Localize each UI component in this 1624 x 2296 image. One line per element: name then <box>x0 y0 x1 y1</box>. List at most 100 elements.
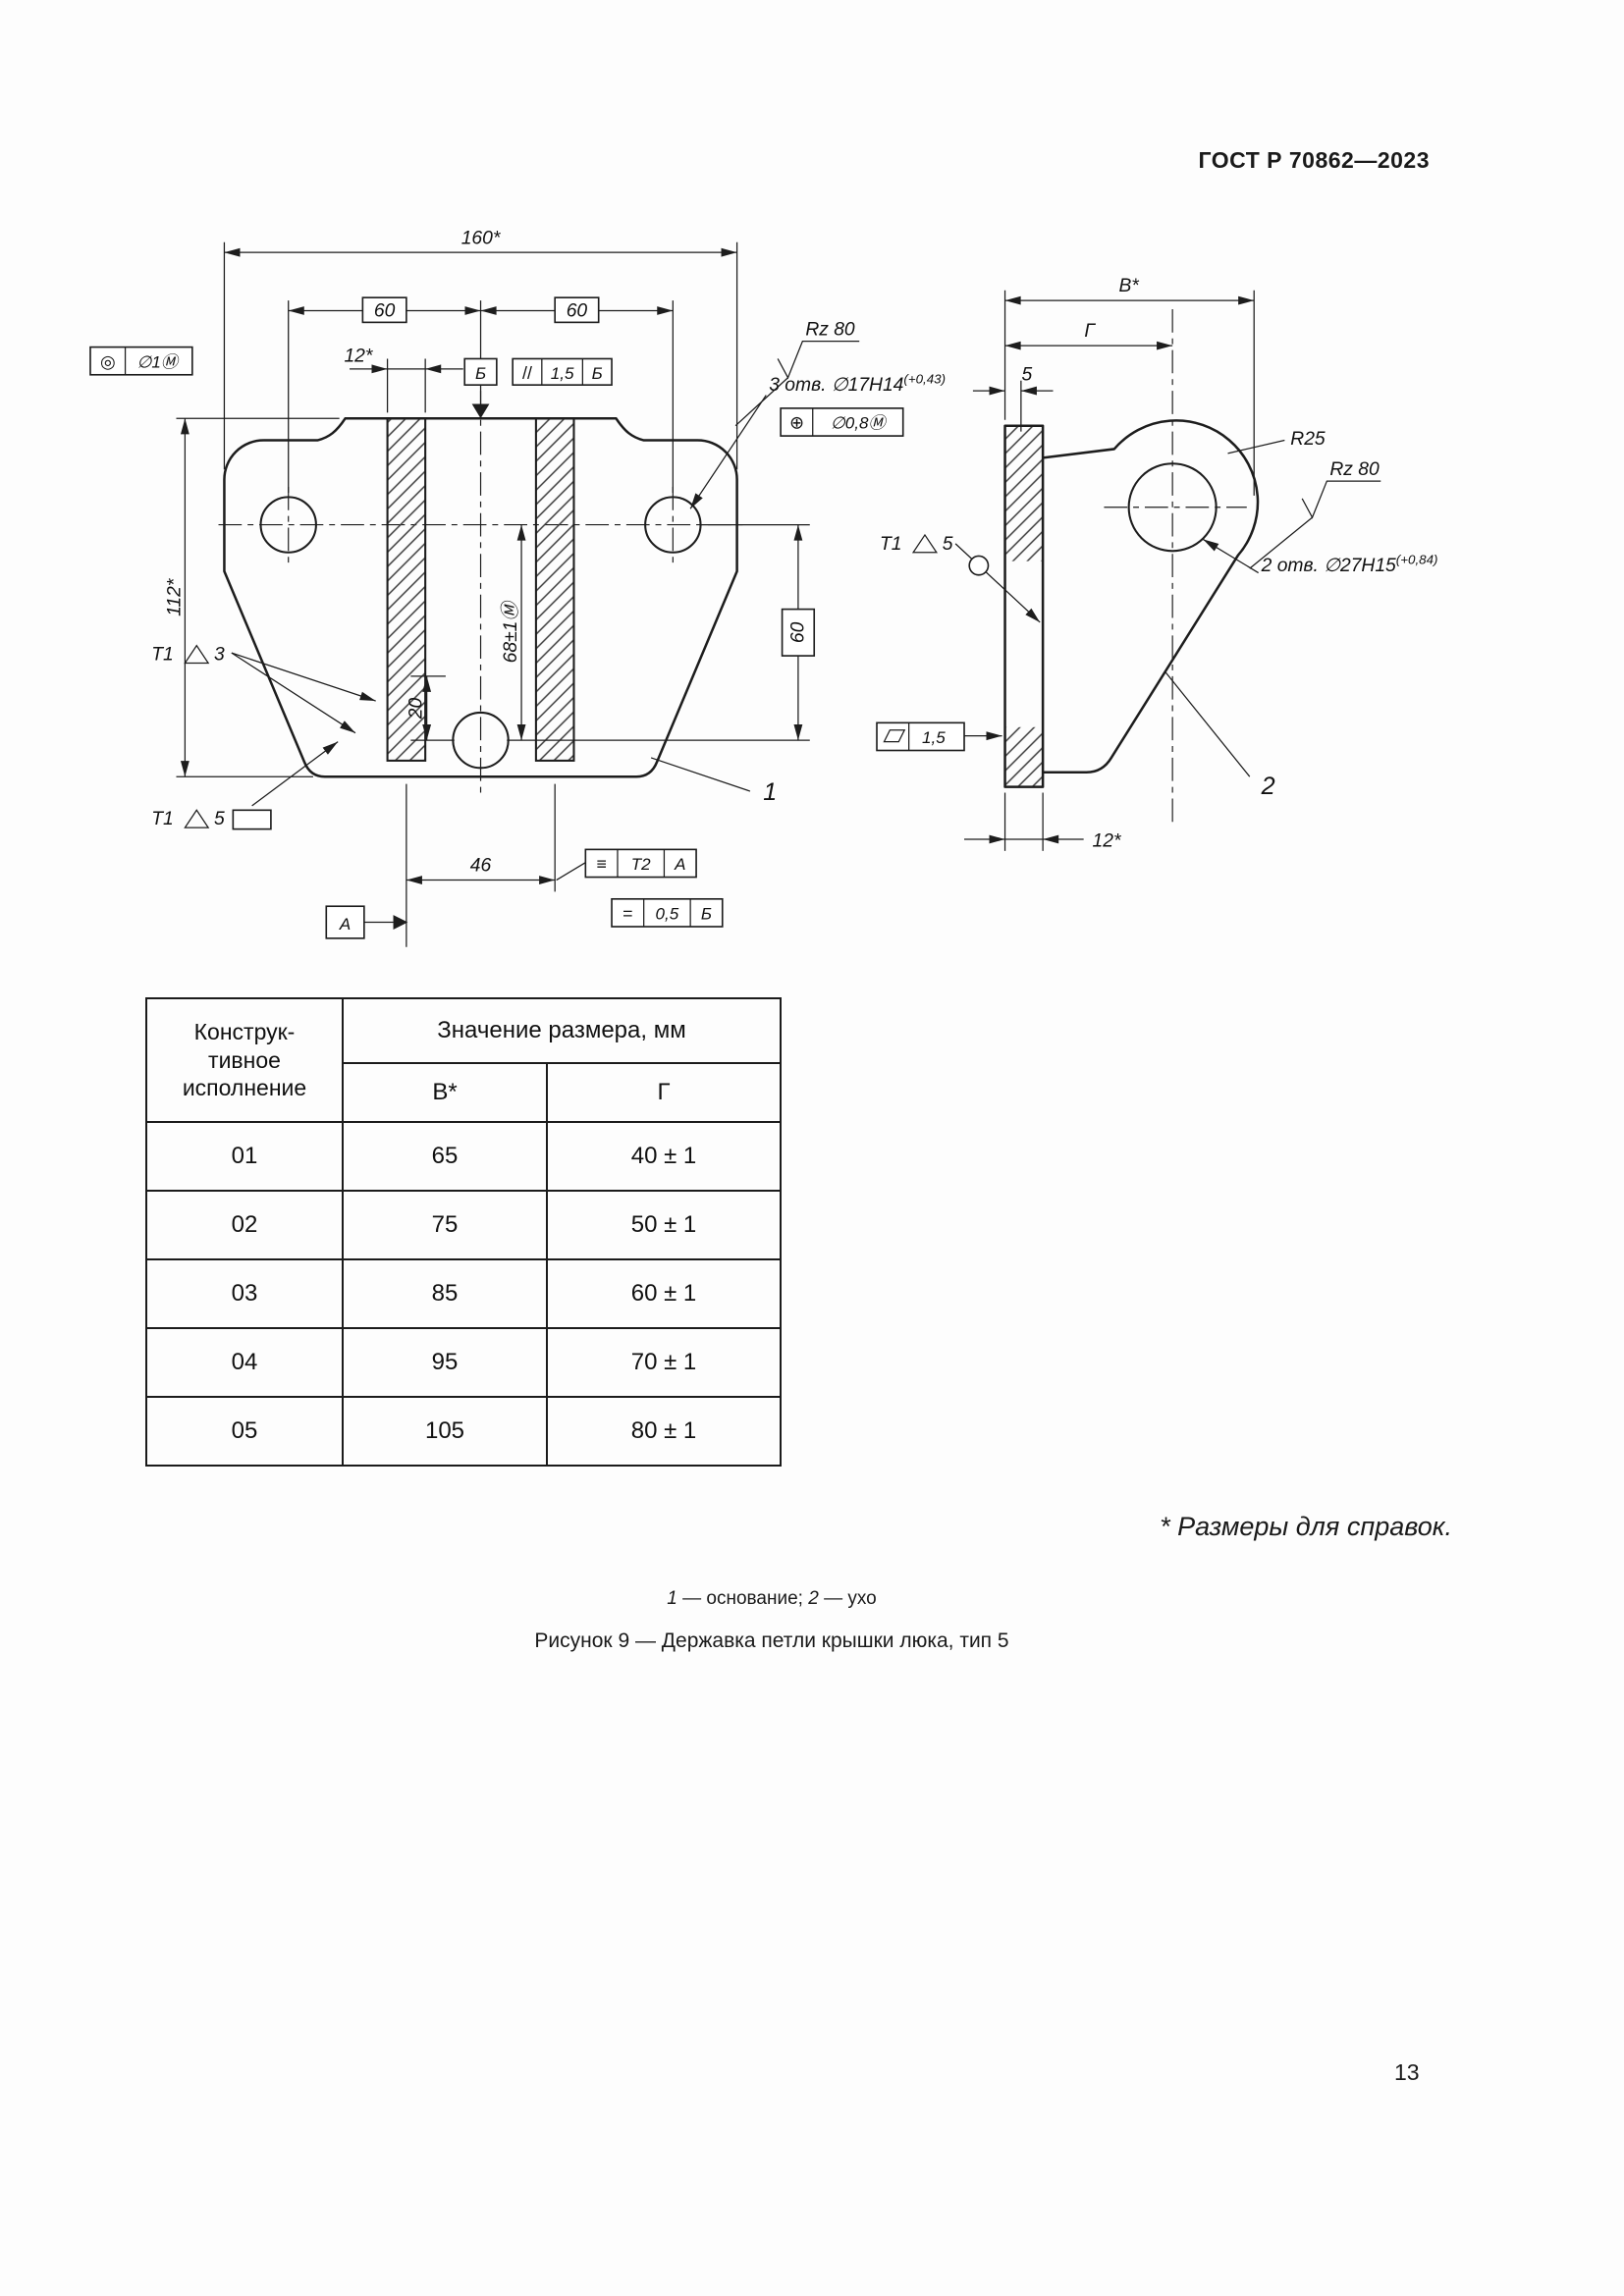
front-view: 160* 60 60 Б <box>89 228 946 947</box>
weld-t1-5-size: 5 <box>214 809 225 829</box>
table-cell: 85 <box>342 1258 548 1329</box>
tolerance-frame-2: = 0,5 Б <box>611 897 724 928</box>
table-cell: 50 ± 1 <box>546 1190 782 1260</box>
dim-160: 160* <box>223 228 738 470</box>
radius-label: R25 <box>1290 429 1326 450</box>
dim-b: В* <box>1003 276 1255 496</box>
position-symbol: ⊕ <box>789 413 804 433</box>
dim-g-label: Г <box>1084 321 1096 342</box>
roughness-front-label: Rz 80 <box>805 320 855 341</box>
dim-112-label: 112* <box>165 577 186 616</box>
datum-b-label: Б <box>475 364 486 383</box>
front-centerlines <box>218 391 743 799</box>
fillet-weld-icon <box>911 533 939 554</box>
weld-t1-5-ref: Т1 <box>151 809 173 829</box>
table-row: 03 85 60 ± 1 <box>145 1258 782 1329</box>
dim-5-label: 5 <box>1021 365 1032 386</box>
dim-60-left-label: 60 <box>374 300 396 321</box>
table-cell: 04 <box>145 1327 344 1398</box>
holes-note-front-label: 3 отв. ∅17H14 <box>769 375 903 396</box>
svg-text:3 отв. ∅17H14(+0,43): 3 отв. ∅17H14(+0,43) <box>769 372 946 396</box>
technical-drawing: 160* 60 60 Б <box>89 228 1437 947</box>
weld-t1-3-size: 3 <box>214 645 225 666</box>
holes-note-side-label: 2 отв. ∅27H15 <box>1261 556 1396 576</box>
dim-112: 112* <box>165 417 340 777</box>
side-centerlines <box>1104 309 1247 826</box>
base-plate-section <box>1003 424 1045 788</box>
legend-item-2-text: — ухо <box>818 1588 877 1609</box>
hole-top-left <box>259 496 317 554</box>
table-row: 01 65 40 ± 1 <box>145 1121 782 1192</box>
position-value: ∅0,8Ⓜ <box>831 414 889 433</box>
ear-hole <box>1127 462 1218 553</box>
radius-note: R25 <box>1227 429 1326 454</box>
parallelism-value: 1,5 <box>551 364 574 383</box>
fillet-weld-icon <box>184 644 210 665</box>
table-row: 02 75 50 ± 1 <box>145 1190 782 1260</box>
dimension-table: Конструк- тивное исполнение Значение раз… <box>145 997 782 1467</box>
dim-20-label: 20 <box>406 697 427 720</box>
tolerance2-datum: Б <box>701 905 712 924</box>
dim-46-label: 46 <box>470 856 492 877</box>
table-header-row-1: Конструк- тивное исполнение Значение раз… <box>145 997 782 1123</box>
roughness-mark-front: Rz 80 <box>734 320 860 427</box>
dim-60-box: 60 <box>507 523 816 741</box>
part-2-number: 2 <box>1261 773 1275 800</box>
parallelism-frame: // 1,5 Б <box>512 357 613 386</box>
legend-item-2-number: 2 <box>808 1588 819 1609</box>
table-cell: 40 ± 1 <box>546 1121 782 1192</box>
tolerance2-value: 0,5 <box>656 905 679 924</box>
dim-12-side: 12* <box>964 792 1122 851</box>
dim-60-box-label: 60 <box>787 621 808 643</box>
position-frame: ⊕ ∅0,8Ⓜ <box>780 407 904 437</box>
table-cell: 95 <box>342 1327 548 1398</box>
table-cell: 60 ± 1 <box>546 1258 782 1329</box>
table-cell: 65 <box>342 1121 548 1192</box>
reference-dimensions-note: * Размеры для справок. <box>1160 1512 1452 1541</box>
subheader-g: Г <box>546 1062 782 1123</box>
dim-g: Г <box>1004 321 1173 350</box>
roughness-icon <box>777 341 860 380</box>
dim-60-right-label: 60 <box>567 300 588 321</box>
dim-b-label: В* <box>1118 276 1140 296</box>
page-number: 13 <box>1394 2059 1420 2085</box>
symmetry-frame: ≡ Т2 А <box>556 848 697 881</box>
symmetry-datum: А <box>674 855 685 874</box>
datum-b-flag: Б <box>463 357 498 419</box>
legend-item-1-number: 1 <box>667 1588 677 1609</box>
dim-5: 5 <box>972 365 1054 432</box>
dim-20: 20 <box>406 675 455 741</box>
part-label-1: 1 <box>650 757 777 806</box>
plate-hatch-top <box>1004 425 1044 561</box>
symmetry-value: Т2 <box>631 855 651 874</box>
datum-a-label: А <box>339 915 351 934</box>
weld-mark-t1-5-front: Т1 5 <box>151 741 339 830</box>
fillet-weld-icon <box>184 809 210 828</box>
concentricity-symbol: ◎ <box>100 351 116 371</box>
concentricity-frame: ◎ ∅1Ⓜ <box>89 346 193 376</box>
plate-hatch-bottom <box>1004 726 1044 787</box>
concentricity-value: ∅1Ⓜ <box>137 352 181 371</box>
table-cell: 01 <box>145 1121 344 1192</box>
symmetry-symbol: ≡ <box>596 854 606 874</box>
weld-mark-t1-3: Т1 3 <box>151 644 376 734</box>
part-1-number: 1 <box>763 778 777 806</box>
roughness-side-label: Rz 80 <box>1329 459 1380 480</box>
roughness-icon <box>1301 480 1381 519</box>
base-plate-outline <box>223 417 738 778</box>
parallelism-datum: Б <box>592 364 603 383</box>
table-cell: 105 <box>342 1396 548 1467</box>
table-row: 05 105 80 ± 1 <box>145 1396 782 1467</box>
dim-68-label: 68±1Ⓜ <box>500 600 521 664</box>
col1-header: Конструк- тивное исполнение <box>145 997 344 1123</box>
table-cell: 70 ± 1 <box>546 1327 782 1398</box>
flatness-value: 1,5 <box>922 728 946 747</box>
standard-number-header: ГОСТ Р 70862—2023 <box>1198 147 1430 173</box>
dim-60-60: 60 60 <box>288 296 674 493</box>
dim-46: 46 <box>406 783 556 947</box>
dim-12-side-label: 12* <box>1093 830 1122 851</box>
table-cell: 03 <box>145 1258 344 1329</box>
roughness-mark-side: Rz 80 <box>1249 459 1381 569</box>
section-slot-right <box>534 417 575 762</box>
